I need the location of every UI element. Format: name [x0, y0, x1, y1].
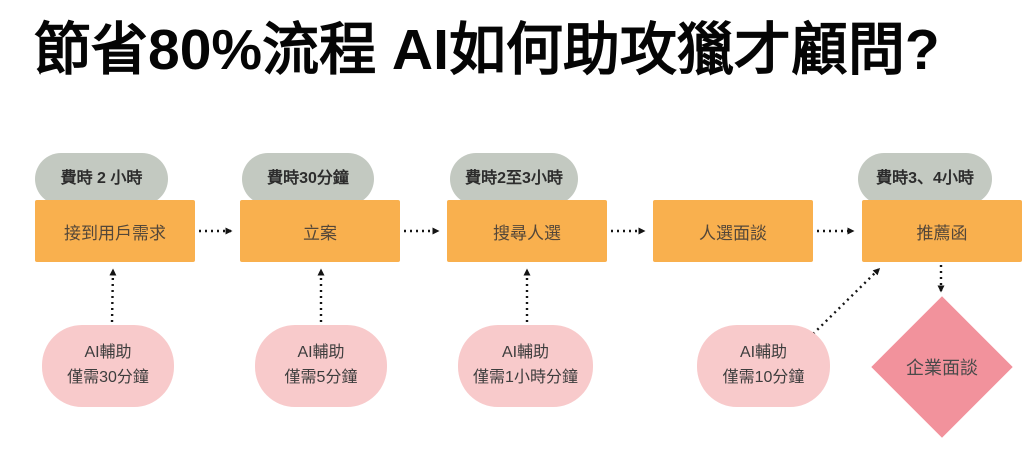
- flow-step-box-4: 人選面談: [653, 200, 813, 262]
- flow-step-box-5: 推薦函: [862, 200, 1022, 262]
- ai-assist-time: 僅需30分鐘: [67, 369, 149, 386]
- time-badge-step1: 費時 2 小時: [35, 153, 168, 205]
- time-badge-step2: 費時30分鐘: [242, 153, 374, 205]
- ai-assist-label: AI輔助: [84, 344, 132, 362]
- ai-assist-label: AI輔助: [297, 344, 345, 362]
- ai-assist-pill-1: AI輔助 僅需30分鐘: [42, 325, 174, 407]
- flow-step-box-1: 接到用戶需求: [35, 200, 195, 262]
- time-badge-step5: 費時3、4小時: [858, 153, 992, 205]
- final-step-label: 企業面談: [906, 358, 978, 378]
- final-step-diamond: 企業面談: [871, 296, 1013, 438]
- dotted-arrow-ai4-step5: [812, 267, 881, 335]
- ai-assist-pill-4: AI輔助 僅需10分鐘: [697, 325, 830, 407]
- flow-step-box-3: 搜尋人選: [447, 200, 607, 262]
- ai-assist-pill-3: AI輔助 僅需1小時分鐘: [458, 325, 593, 407]
- time-badge-step3: 費時2至3小時: [450, 153, 578, 205]
- ai-assist-time: 僅需10分鐘: [722, 369, 805, 386]
- diagram-title: 節省80%流程 AI如何助攻獵才顧問?: [34, 18, 940, 82]
- ai-assist-pill-2: AI輔助 僅需5分鐘: [255, 325, 387, 407]
- ai-assist-time: 僅需1小時分鐘: [473, 369, 578, 386]
- ai-assist-label: AI輔助: [501, 344, 550, 362]
- dotted-arrow-ai1-step1: [109, 268, 117, 323]
- flow-step-box-2: 立案: [240, 200, 400, 262]
- ai-assist-time: 僅需5分鐘: [284, 369, 358, 386]
- ai-assist-label: AI輔助: [739, 344, 788, 362]
